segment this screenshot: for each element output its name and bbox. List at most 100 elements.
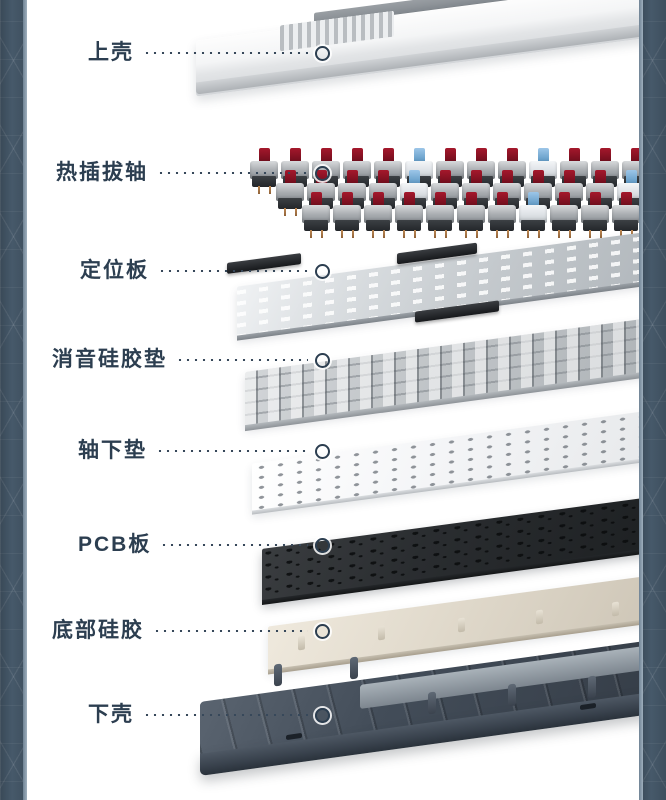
switch-pin — [434, 230, 436, 238]
switch-pin — [620, 230, 622, 238]
switch-pin — [496, 230, 498, 238]
switch-stem — [321, 148, 332, 165]
switch-stem — [404, 192, 415, 209]
silicone-post — [378, 625, 385, 641]
callout-2[interactable]: 热插拔轴 — [56, 158, 330, 188]
switch-stem — [383, 148, 394, 165]
callout-7[interactable]: 底部硅胶 — [52, 616, 330, 646]
circle-marker-icon[interactable] — [315, 623, 330, 639]
switch-stem — [538, 148, 549, 165]
callout-label: 定位板 — [80, 259, 149, 282]
switch-pin — [527, 230, 529, 238]
switch-pin — [383, 230, 385, 238]
switch-stem — [559, 192, 570, 209]
switch-pin — [600, 230, 602, 238]
circle-marker-icon[interactable] — [315, 45, 330, 61]
switch-base — [490, 220, 514, 231]
circle-marker-icon[interactable] — [315, 443, 330, 459]
switch-pin — [465, 230, 467, 238]
switch-stem — [311, 192, 322, 209]
switch-stem — [352, 148, 363, 165]
callout-6[interactable]: PCB板 — [78, 530, 330, 560]
switch-stem — [414, 148, 425, 165]
switch-housing — [333, 205, 361, 223]
switch-stem — [595, 170, 606, 187]
bottom-shell-post — [588, 675, 596, 699]
switch-stem — [435, 192, 446, 209]
mechanical-switch — [519, 192, 549, 238]
callout-1[interactable]: 上壳 — [88, 38, 330, 68]
switch-stem — [533, 170, 544, 187]
switch-housing — [302, 205, 330, 223]
switch-stem — [445, 148, 456, 165]
circle-marker-icon[interactable] — [315, 165, 330, 181]
leader-line — [157, 172, 308, 174]
switch-pin — [414, 230, 416, 238]
switch-base — [614, 220, 638, 231]
switch-stem — [347, 170, 358, 187]
switch-base — [583, 220, 607, 231]
switch-pin — [295, 208, 297, 216]
mechanical-switch — [395, 192, 425, 238]
callout-5[interactable]: 轴下垫 — [78, 436, 330, 466]
band-shading — [639, 0, 666, 800]
switch-pin — [341, 230, 343, 238]
switch-housing — [250, 161, 278, 179]
bottom-shell-post — [274, 663, 282, 687]
switch-pin — [352, 230, 354, 238]
callout-3[interactable]: 定位板 — [80, 256, 330, 286]
switch-stem — [476, 148, 487, 165]
left-decorative-band — [0, 0, 27, 800]
switch-housing — [581, 205, 609, 223]
switch-pin — [403, 230, 405, 238]
switch-pin — [258, 186, 260, 194]
mechanical-switch — [457, 192, 487, 238]
switch-stem — [466, 192, 477, 209]
callout-label: 热插拔轴 — [56, 161, 148, 184]
switch-housing — [550, 205, 578, 223]
circle-marker-icon[interactable] — [315, 537, 330, 553]
switch-stem — [378, 170, 389, 187]
switch-base — [335, 220, 359, 231]
circle-marker-icon[interactable] — [315, 263, 330, 279]
switch-stem — [440, 170, 451, 187]
callout-4[interactable]: 消音硅胶垫 — [52, 345, 330, 375]
circle-marker-icon[interactable] — [315, 352, 330, 368]
switch-pin — [321, 230, 323, 238]
leader-line — [158, 270, 308, 272]
switch-housing — [457, 205, 485, 223]
switch-housing — [612, 205, 640, 223]
switch-base — [552, 220, 576, 231]
leader-line — [176, 359, 308, 361]
switch-stem — [373, 192, 384, 209]
leader-line — [160, 544, 308, 546]
mechanical-switch — [364, 192, 394, 238]
mechanical-switch — [276, 170, 306, 216]
mechanical-switch — [302, 192, 332, 238]
switch-stem — [259, 148, 270, 165]
leader-line — [143, 52, 308, 54]
switch-stem — [502, 170, 513, 187]
switch-stem — [564, 170, 575, 187]
mechanical-switch — [612, 192, 642, 238]
circle-marker-icon[interactable] — [315, 707, 330, 723]
callout-8[interactable]: 下壳 — [88, 700, 330, 730]
switch-pin — [476, 230, 478, 238]
mechanical-switch — [250, 148, 280, 194]
switch-stem — [621, 192, 632, 209]
bottom-shell-post — [428, 691, 436, 715]
band-edge-highlight — [23, 0, 27, 800]
switch-stem — [600, 148, 611, 165]
switch-base — [366, 220, 390, 231]
switch-stem — [290, 148, 301, 165]
callout-label: 下壳 — [88, 703, 134, 726]
leader-line — [156, 450, 308, 452]
switch-base — [252, 176, 276, 187]
switch-base — [428, 220, 452, 231]
switch-pin — [589, 230, 591, 238]
switch-housing — [364, 205, 392, 223]
switch-stem — [507, 148, 518, 165]
switch-base — [397, 220, 421, 231]
